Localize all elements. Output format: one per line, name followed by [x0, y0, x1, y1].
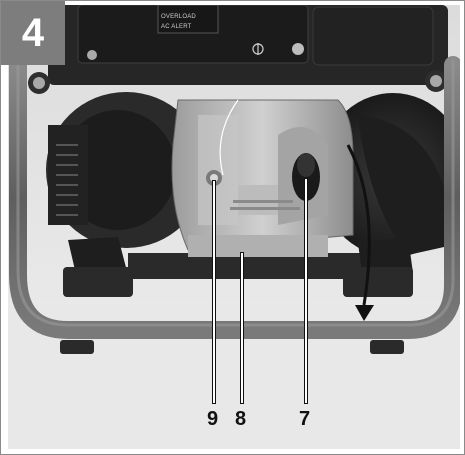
- callout-9: 9: [207, 408, 219, 430]
- callout-8: 8: [235, 408, 247, 430]
- generator-photo: [8, 5, 460, 449]
- callout-7: 7: [299, 408, 311, 430]
- leader-line-7: [305, 179, 307, 403]
- figure-number-badge: 4: [1, 1, 65, 65]
- leader-line-8: [241, 253, 243, 403]
- leader-line-9: [213, 181, 215, 403]
- panel-label-ac-alert: AC ALERT: [161, 24, 192, 30]
- rotation-arrow: [346, 144, 371, 306]
- panel-label-overload: OVERLOAD: [161, 14, 196, 20]
